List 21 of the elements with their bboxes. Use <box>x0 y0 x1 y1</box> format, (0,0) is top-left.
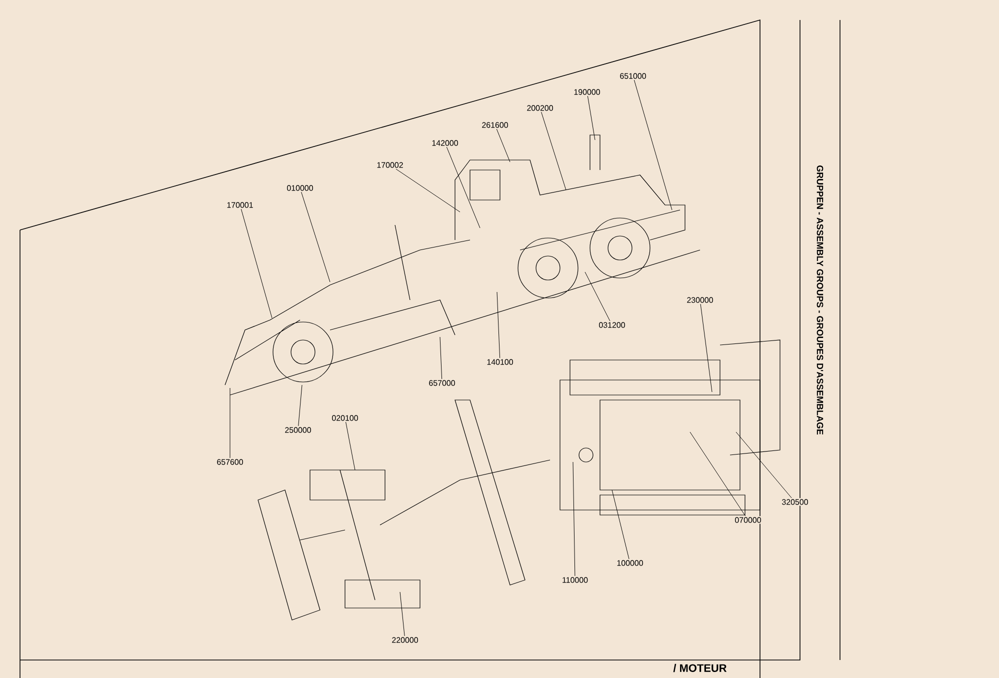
leader-line <box>496 292 500 358</box>
leader-line <box>298 384 302 426</box>
leader-line <box>736 432 792 498</box>
leader-line <box>396 168 460 212</box>
leader-line <box>240 208 272 318</box>
leader-line <box>612 490 630 560</box>
leader-line <box>301 192 330 282</box>
leader-line <box>440 336 442 380</box>
leader-line <box>700 304 712 392</box>
leader-line <box>541 112 566 190</box>
leader-line <box>346 422 356 470</box>
leader-line <box>400 592 405 636</box>
title-text: GRUPPEN - ASSEMBLY GROUPS - GROUPES D'ASSEMBLAGE <box>816 165 824 435</box>
leader-line <box>496 128 510 162</box>
leader-line <box>572 462 576 576</box>
leader-line <box>634 80 672 210</box>
tab-label: / MOTEUR <box>673 664 727 672</box>
leader-line <box>690 432 746 516</box>
leader-line <box>446 146 480 228</box>
leader-line <box>587 96 596 140</box>
leader-line <box>584 272 610 322</box>
